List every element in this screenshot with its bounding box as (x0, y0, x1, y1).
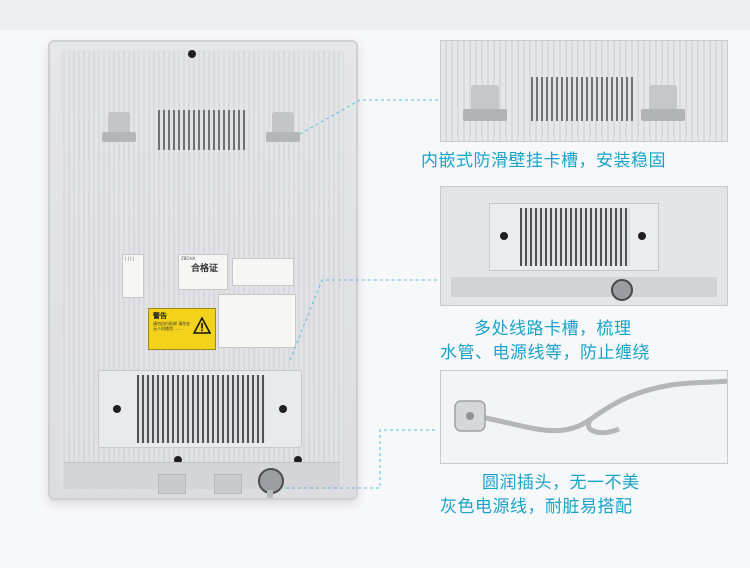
spec-label (232, 258, 294, 286)
top-band (0, 0, 750, 30)
callout-3-line-1: 圆润插头，无一不美 (482, 473, 640, 493)
certificate-title: 合格证 (191, 264, 219, 274)
power-cable (267, 490, 273, 498)
callout-2-line-2: 水管、电源线等，防止缠绕 (440, 343, 650, 363)
warning-title: 警告 (153, 312, 167, 320)
plug-cable-illustration (454, 378, 727, 436)
heatsink-fins (137, 375, 265, 443)
wall-hook-left (463, 85, 507, 121)
cable-notch (214, 474, 242, 494)
warning-label: 警告 请勿自行拆卸 请勿在无人时使用 …… (148, 308, 216, 350)
product-back-panel: | | | | ZBOHA 合格证 警告 请勿自行拆卸 请勿在无人时使用 …… (48, 40, 358, 500)
bottom-cable-rail (64, 462, 340, 489)
wall-hook-right (266, 112, 300, 142)
wall-hook-right (641, 85, 685, 121)
nameplate-label (218, 294, 296, 348)
certificate-label: ZBOHA 合格证 (178, 254, 228, 290)
callout-3-line-2: 灰色电源线，耐脏易搭配 (440, 497, 633, 517)
heatsink (489, 203, 659, 271)
bottom-cable-rail (451, 277, 717, 297)
detail-plug-cable (440, 370, 728, 464)
warning-triangle-icon (193, 317, 211, 334)
cable-notch (158, 474, 186, 494)
barcode-label: | | | | (122, 254, 144, 298)
top-vent (158, 110, 246, 150)
wall-hook-left (102, 112, 136, 142)
power-inlet (611, 279, 633, 301)
detail-cable-slots (440, 186, 728, 306)
heatsink (98, 370, 302, 448)
detail-wall-hooks (440, 40, 728, 142)
warning-text: 请勿自行拆卸 请勿在无人时使用 …… (153, 321, 191, 331)
top-vent (531, 77, 635, 121)
mount-hole (188, 50, 196, 58)
callout-1-line-1: 内嵌式防滑壁挂卡槽，安装稳固 (421, 151, 666, 171)
certificate-brand: ZBOHA (181, 256, 196, 261)
mount-hole (174, 456, 182, 464)
callout-2-line-1: 多处线路卡槽，梳理 (474, 319, 632, 339)
